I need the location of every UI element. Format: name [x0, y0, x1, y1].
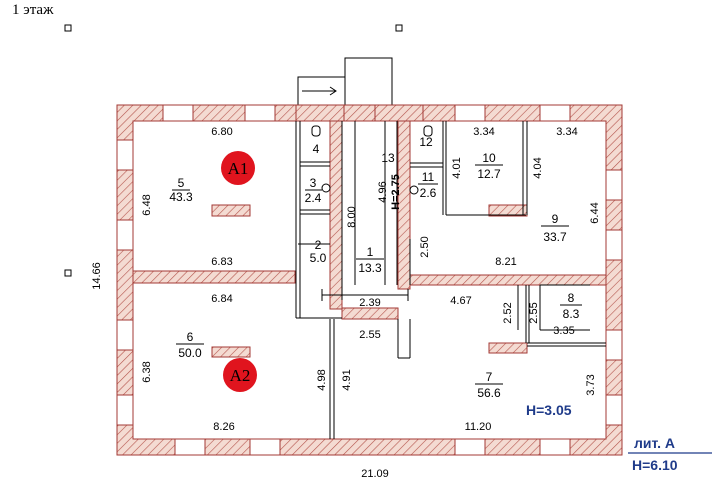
dimension: 3.73: [585, 374, 597, 395]
dimension: 6.44: [589, 202, 601, 223]
dimension: 2.39: [359, 297, 380, 309]
dimension: H=2.75: [390, 174, 402, 210]
dimension: 14.66: [91, 262, 103, 290]
room-number: 11: [422, 170, 435, 184]
ceiling-height-note: H=3.05: [526, 402, 572, 418]
dimension: 8.26: [213, 421, 234, 433]
area-markers: A1 A2: [221, 151, 257, 392]
room-area: 43.3: [169, 190, 193, 204]
dimension: 2.50: [419, 236, 431, 257]
sink-icon: [409, 185, 419, 195]
dimension: 11.20: [465, 421, 492, 433]
room-area: 2.6: [420, 186, 437, 200]
floor-title: 1 этаж: [12, 2, 54, 18]
room-area: 8.3: [563, 307, 580, 321]
sink-icon: [321, 183, 331, 193]
dimension: 6.84: [211, 293, 232, 305]
dimension: 4.96: [377, 181, 389, 202]
dimension: 6.83: [211, 256, 232, 268]
room-number: 12: [419, 135, 433, 149]
room-number: 2: [315, 238, 322, 252]
dimension: 4.98: [316, 369, 328, 390]
room-number: 7: [486, 370, 493, 384]
dimension: 2.55: [528, 302, 540, 323]
room-number: 9: [552, 212, 559, 226]
room-number: 1: [367, 245, 374, 259]
entrance-porch: [297, 57, 393, 106]
marker-a1: [221, 151, 255, 185]
dimension: 3.35: [553, 325, 574, 337]
dimension: 6.80: [211, 126, 232, 138]
toilet-icon: [423, 125, 433, 137]
dimension: 4.01: [451, 157, 463, 178]
toilet-icon: [311, 125, 321, 137]
room-area: 13.3: [358, 261, 382, 275]
dimension: 8.21: [495, 256, 516, 268]
room-area: 5.0: [310, 251, 327, 265]
dimension: 8.00: [346, 206, 358, 227]
room-area: 33.7: [543, 230, 567, 244]
dimension: 2.55: [359, 329, 380, 341]
building-letter: лит. А: [634, 435, 675, 451]
dimension: 3.34: [556, 126, 577, 138]
toilet-icons: [311, 125, 433, 195]
dimension: 21.09: [361, 468, 389, 480]
room-number: 4: [313, 142, 320, 156]
marker-a2: [223, 358, 257, 392]
dimension-lines: [298, 239, 590, 331]
room-number: 6: [187, 330, 194, 344]
dimension: 6.38: [141, 361, 153, 382]
room-number: 5: [178, 176, 185, 190]
selection-handles: [64, 24, 403, 277]
dimension: 4.04: [532, 157, 544, 178]
dimension: 4.91: [341, 369, 353, 390]
marker-a2-label: A2: [230, 366, 251, 385]
interior-walls: [132, 104, 607, 358]
dimension: 3.34: [473, 126, 494, 138]
dimension: 2.52: [502, 302, 514, 323]
marker-a1-label: A1: [228, 159, 249, 178]
room-number: 10: [482, 151, 496, 165]
windows: [116, 104, 623, 456]
room-area: 56.6: [477, 386, 501, 400]
partitions: [295, 121, 606, 439]
building-legend: лит. А H=6.10: [628, 435, 712, 473]
room-number: 8: [568, 291, 575, 305]
dimension: 6.48: [141, 194, 153, 215]
room-area: 2.4: [305, 191, 322, 205]
room-area: 50.0: [178, 346, 202, 360]
room-area: 12.7: [477, 167, 501, 181]
dimension-labels: 6.80 6.48 6.83 6.84 6.38 8.26 14.66 21.0…: [91, 126, 601, 480]
room-number: 13: [381, 151, 395, 165]
room-number: 3: [310, 176, 317, 190]
dimension: 4.67: [450, 295, 471, 307]
building-height: H=6.10: [632, 457, 678, 473]
room-labels: 5 43.3 4 3 2.4 2 5.0 1 13.3 13 12 11 2.6…: [169, 135, 582, 400]
